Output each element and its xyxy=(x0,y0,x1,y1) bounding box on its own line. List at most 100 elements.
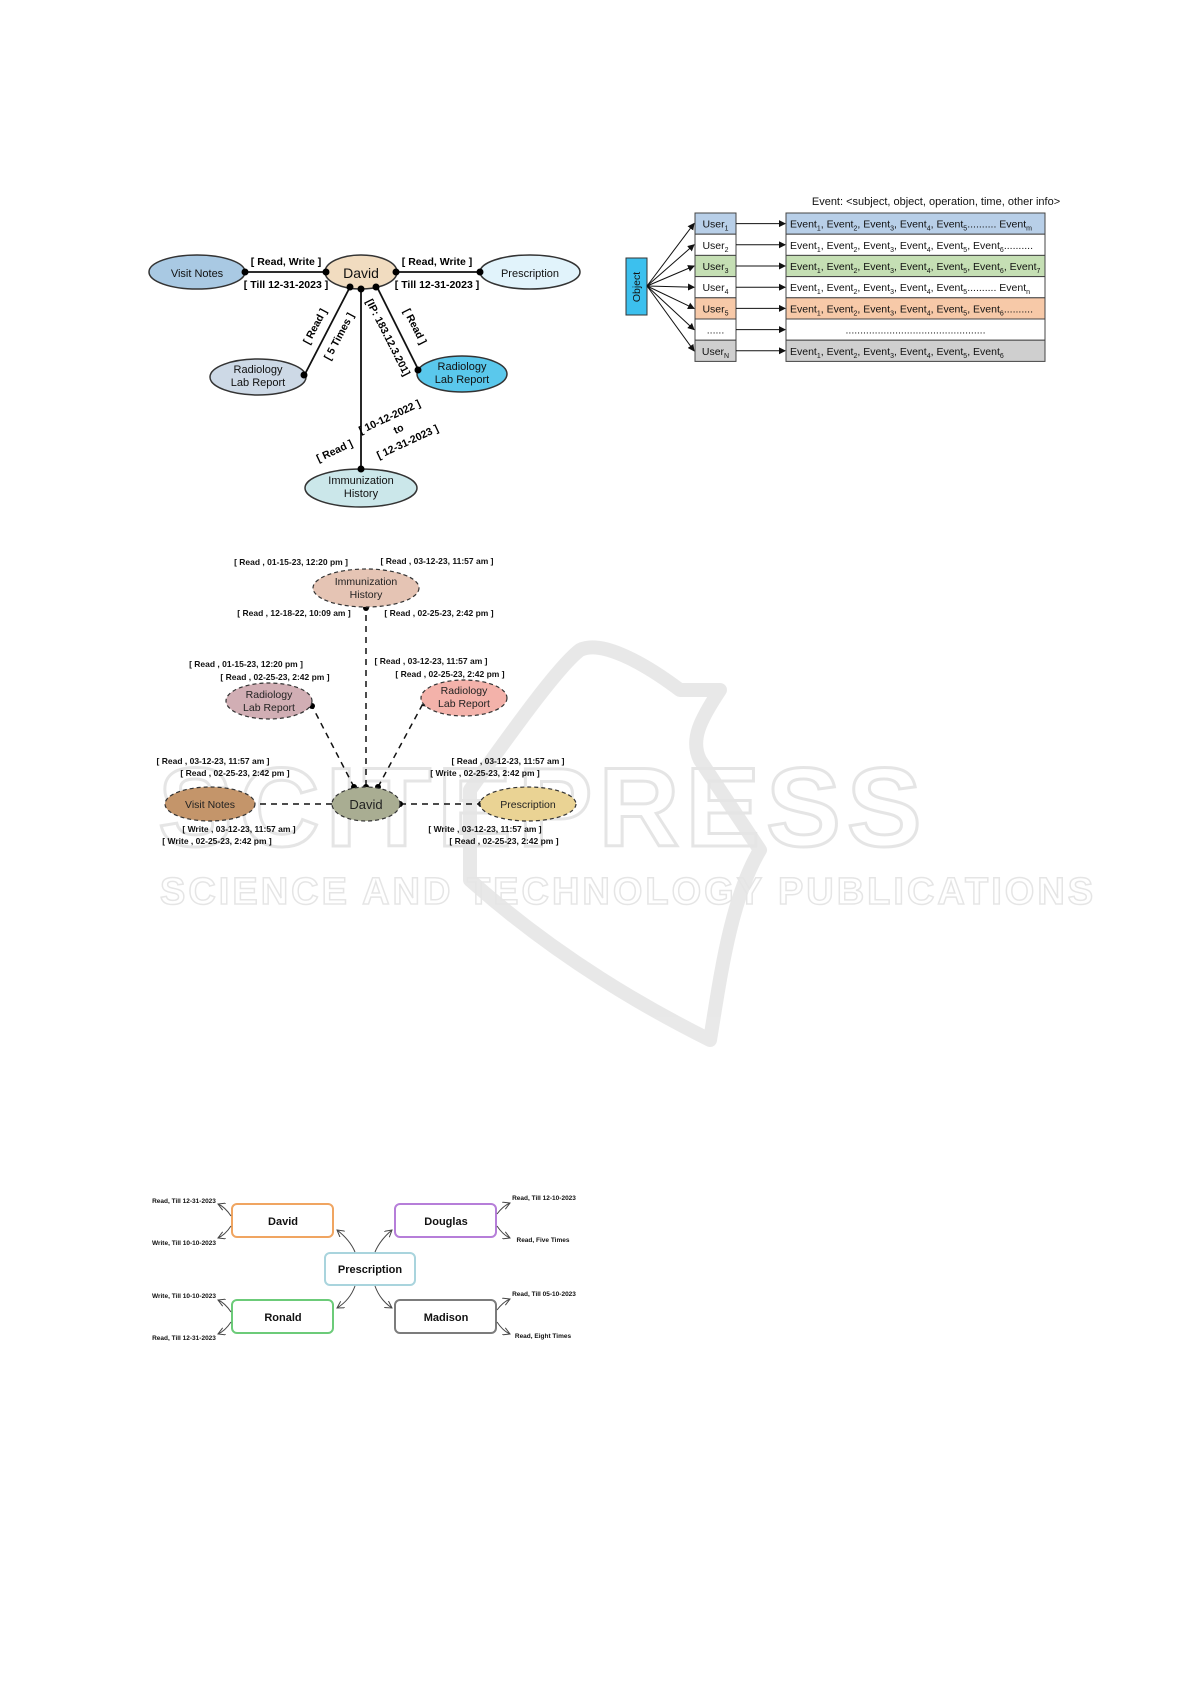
label-prescription-cond: [ Till 12-31-2023 ] xyxy=(395,279,479,291)
user-label: User2 xyxy=(702,240,728,254)
object-to-user-arrow xyxy=(646,285,695,309)
events-label: Event1, Event2, Event3, Event4, Event5, … xyxy=(790,303,1033,317)
edge-endpoints xyxy=(241,268,484,473)
label-immunization-from: [ 10-12-2022 ] xyxy=(357,398,422,437)
log-prescription-4: [ Read , 02-25-23, 2:42 pm ] xyxy=(449,836,558,846)
node-immunization-line1: Immunization xyxy=(328,475,393,487)
events-cell xyxy=(785,339,1046,362)
events-label: Event1, Event2, Event3, Event4, Event5, … xyxy=(790,261,1041,275)
perm-madison-1: Read, Till 05-10-2023 xyxy=(512,1291,576,1298)
edge-radiology-right xyxy=(376,286,419,370)
arrow-to-david xyxy=(337,1230,356,1253)
node-radiology-left-line1: Radiology xyxy=(234,364,283,376)
object-to-user-arrow xyxy=(646,285,695,331)
figure-access-log-graph: Immunization History Radiology Lab Repor… xyxy=(157,556,577,846)
user-label: ...... xyxy=(707,325,725,337)
edge-radiology-left xyxy=(304,286,351,375)
node-prescription xyxy=(324,1252,416,1286)
perm-ronald-1: Write, Till 10-10-2023 xyxy=(152,1293,216,1300)
node-radiology-left-line2: Lab Report xyxy=(243,702,295,714)
log-immunization-2: [ Read , 03-12-23, 11:57 am ] xyxy=(381,556,494,566)
node-radiology-right-line2: Lab Report xyxy=(438,698,490,710)
perm-douglas-1: Read, Till 12-10-2023 xyxy=(512,1195,576,1202)
node-radiology-left xyxy=(225,682,313,720)
events-label: Event1, Event2, Event3, Event4, Event5, … xyxy=(790,346,1004,360)
label-immunization-op: [ Read ] xyxy=(315,438,355,465)
events-label: Event1, Event2, Event3, Event4, Event5..… xyxy=(790,219,1032,233)
node-radiology-left-line2: Lab Report xyxy=(231,377,285,389)
figure-event-log: Event: <subject, object, operation, time… xyxy=(625,196,1060,362)
label-radiology-left-cond: [ 5 Times ] xyxy=(322,311,357,362)
figure-prescription-sharing: Prescription David Douglas Ronald Madiso… xyxy=(152,1195,576,1342)
node-visit-notes xyxy=(164,786,256,822)
arrow-to-madison xyxy=(374,1285,392,1308)
log-prescription-2: [ Write , 02-25-23, 2:42 pm ] xyxy=(430,768,540,778)
object-to-user-arrow xyxy=(646,265,695,287)
node-radiology-right xyxy=(420,679,508,717)
user-label: UserN xyxy=(702,346,729,360)
events-label: Event1, Event2, Event3, Event4, Event5, … xyxy=(790,240,1033,254)
label-immunization-till: [ 12-31-2023 ] xyxy=(375,423,440,462)
log-radiology-right-2: [ Read , 02-25-23, 2:42 pm ] xyxy=(395,669,504,679)
perm-ronald-2: Read, Till 12-31-2023 xyxy=(152,1335,216,1342)
log-immunization-1: [ Read , 01-15-23, 12:20 pm ] xyxy=(234,557,348,567)
object-to-user-arrow xyxy=(646,222,695,287)
label-visit-notes-op: [ Read, Write ] xyxy=(251,256,321,268)
log-visit-notes-4: [ Write , 02-25-23, 2:42 pm ] xyxy=(162,836,272,846)
edge-radiology-left xyxy=(311,705,355,788)
node-prescription xyxy=(479,786,577,822)
user-douglas xyxy=(394,1203,497,1238)
node-radiology-right-line2: Lab Report xyxy=(435,374,489,386)
label-prescription-op: [ Read, Write ] xyxy=(402,256,472,268)
object-to-user-arrow xyxy=(646,244,695,287)
node-david-label: David xyxy=(343,265,379,281)
node-immunization xyxy=(312,568,420,608)
user-madison xyxy=(394,1299,497,1334)
user-david xyxy=(231,1203,334,1238)
node-radiology-left-line1: Radiology xyxy=(246,689,293,701)
node-radiology-right xyxy=(416,355,508,393)
log-prescription-1: [ Read , 03-12-23, 11:57 am ] xyxy=(452,756,565,766)
user-madison-label: Madison xyxy=(424,1312,469,1324)
perm-madison-2: Read, Eight Times xyxy=(515,1333,572,1340)
object-to-user-arrow xyxy=(646,283,695,291)
user-douglas-label: Douglas xyxy=(424,1216,467,1228)
node-immunization-line2: History xyxy=(344,488,379,500)
log-visit-notes-1: [ Read , 03-12-23, 11:57 am ] xyxy=(157,756,270,766)
user-label: User1 xyxy=(702,219,728,233)
user-label: User5 xyxy=(702,303,728,317)
log-prescription-3: [ Write , 03-12-23, 11:57 am ] xyxy=(428,824,541,834)
user-ronald-label: Ronald xyxy=(264,1312,301,1324)
node-prescription-label: Prescription xyxy=(500,799,556,811)
log-visit-notes-2: [ Read , 02-25-23, 2:42 pm ] xyxy=(180,768,289,778)
node-prescription-label: Prescription xyxy=(338,1264,402,1276)
arrow-to-douglas xyxy=(374,1230,392,1253)
node-prescription-label: Prescription xyxy=(501,268,559,280)
perm-david-2: Write, Till 10-10-2023 xyxy=(152,1240,216,1247)
node-visit-notes-label: Visit Notes xyxy=(171,268,224,280)
figure-access-policy-graph: Visit Notes David Prescription Radiology… xyxy=(148,254,581,508)
watermark-tagline: SCIENCE AND TECHNOLOGY PUBLICATIONS xyxy=(160,871,1096,913)
node-immunization-line2: History xyxy=(350,589,383,601)
log-radiology-left-1: [ Read , 01-15-23, 12:20 pm ] xyxy=(189,659,303,669)
user-ronald xyxy=(231,1299,334,1334)
events-label: Event1, Event2, Event3, Event4, Event5..… xyxy=(790,282,1030,296)
node-david-label: David xyxy=(349,797,382,812)
event-header: Event: <subject, object, operation, time… xyxy=(812,196,1060,208)
edge-radiology-right xyxy=(377,697,427,788)
perm-douglas-2: Read, Five Times xyxy=(517,1237,570,1244)
perm-david-1: Read, Till 12-31-2023 xyxy=(152,1198,216,1205)
node-david xyxy=(331,786,401,822)
node-radiology-right-line1: Radiology xyxy=(441,685,488,697)
label-radiology-left-op: [ Read ] xyxy=(301,307,330,347)
user-label: User3 xyxy=(702,261,728,275)
user-label: User4 xyxy=(702,282,728,296)
label-visit-notes-cond: [ Till 12-31-2023 ] xyxy=(244,279,328,291)
label-radiology-right-op: [ Read ] xyxy=(401,307,429,347)
object-label: Object xyxy=(631,272,643,302)
user-david-label: David xyxy=(268,1216,298,1228)
log-immunization-3: [ Read , 12-18-22, 10:09 am ] xyxy=(237,608,351,618)
log-radiology-left-2: [ Read , 02-25-23, 2:42 pm ] xyxy=(220,672,329,682)
object-to-user-arrow xyxy=(646,285,695,352)
